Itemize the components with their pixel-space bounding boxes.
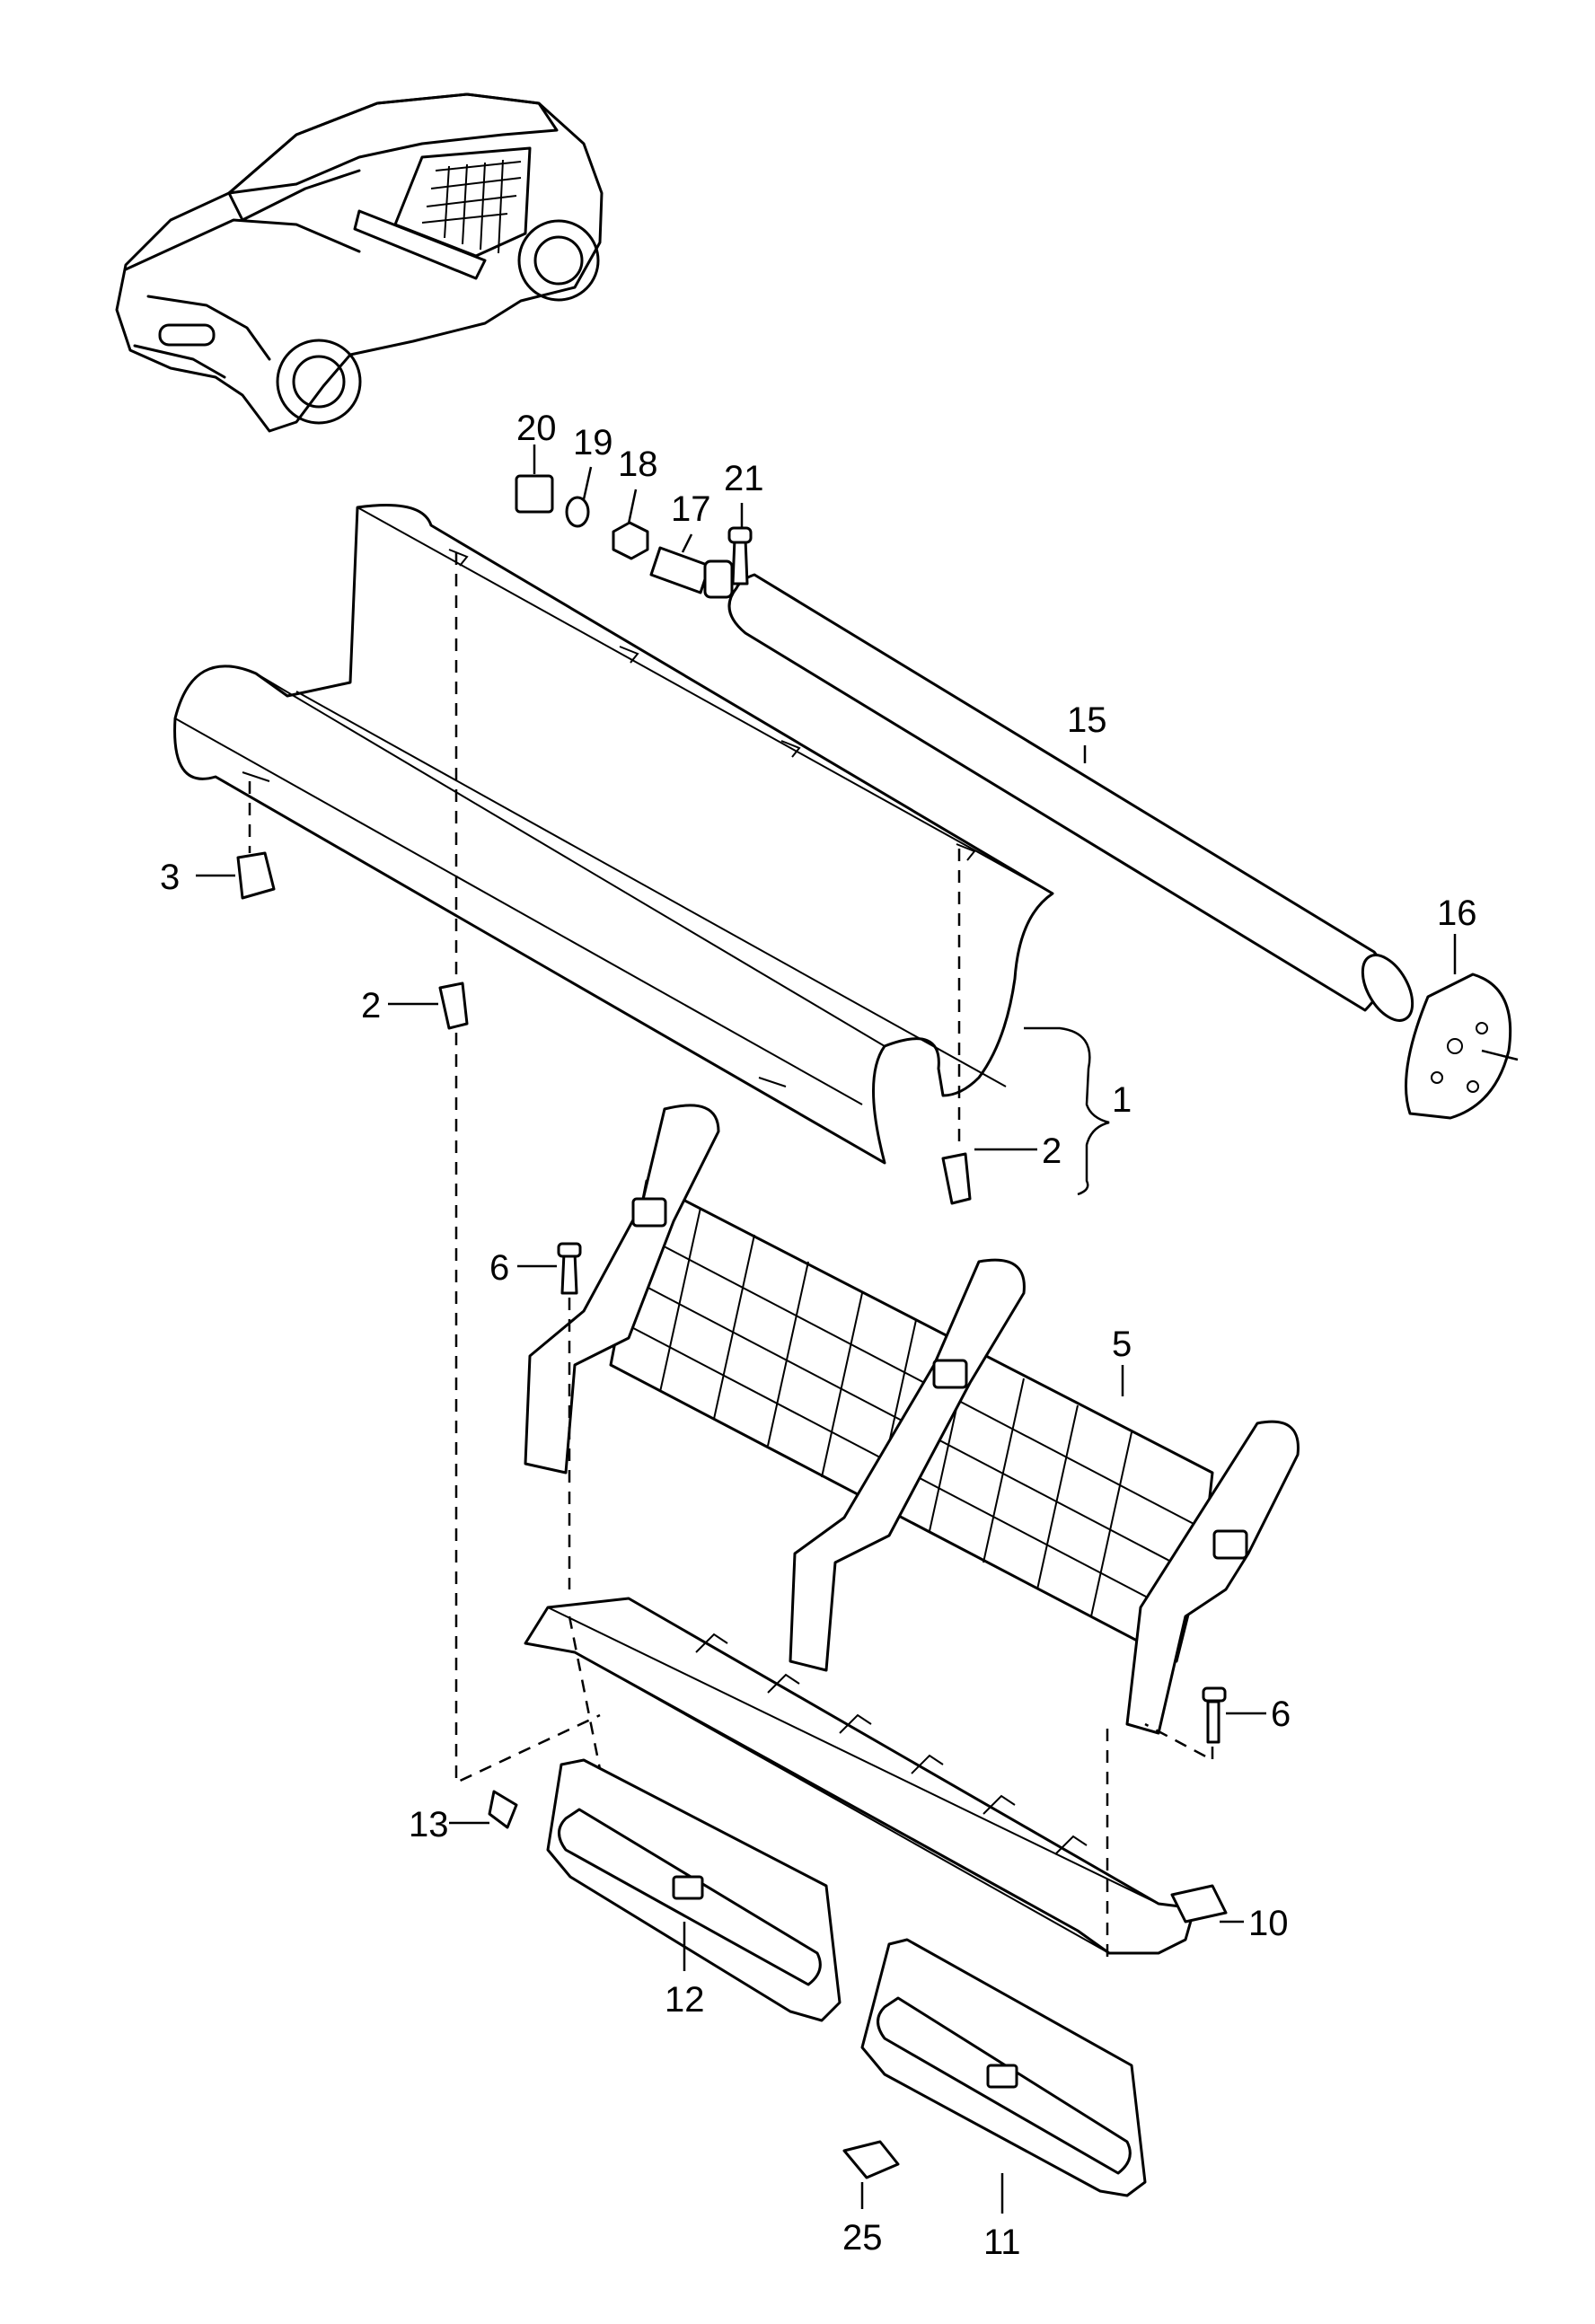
small-fasteners: [236, 851, 1227, 2179]
callout-3: 3: [160, 858, 180, 897]
callout-20: 20: [516, 409, 557, 448]
callout-labels: 20 19 18 17 21 15 16 3 2 2 1 5 6 6 10 13…: [160, 409, 1477, 2262]
screw-6-right: [1206, 1700, 1220, 1744]
clip-3: [236, 851, 276, 900]
callout-2-left: 2: [361, 986, 381, 1026]
clip-2-left: [438, 982, 469, 1030]
right-holder-part: [860, 1938, 1147, 2197]
callout-16: 16: [1437, 894, 1477, 933]
callout-12: 12: [665, 1980, 705, 2020]
callout-13: 13: [409, 1805, 449, 1844]
clip-25: [842, 2140, 900, 2179]
callout-15: 15: [1067, 700, 1107, 740]
callout-18: 18: [618, 445, 658, 484]
screw-6-top: [560, 1251, 578, 1295]
nut-18: [612, 521, 649, 560]
left-holder-part: [546, 1758, 842, 2022]
callout-1: 1: [1112, 1080, 1132, 1120]
screw-21: [731, 537, 749, 585]
mesh-panel-part: [524, 1104, 1300, 1735]
washer-19: [565, 496, 590, 528]
callout-2-right: 2: [1042, 1131, 1062, 1171]
screw-13: [488, 1790, 518, 1829]
leader-lines: [196, 445, 1457, 2214]
callout-10: 10: [1248, 1904, 1289, 1943]
callout-17: 17: [671, 489, 711, 529]
callout-6-left: 6: [489, 1248, 509, 1288]
fastener-group: [515, 474, 753, 599]
callout-25: 25: [842, 2218, 883, 2258]
plate-20: [515, 474, 554, 514]
callout-21: 21: [724, 459, 764, 498]
bolt-17: [649, 546, 711, 594]
mount-bracket-part: [524, 1597, 1228, 1955]
car-illustration: [115, 92, 604, 433]
assembly-lines: [248, 552, 1214, 1962]
fabric-cover-part: [173, 504, 1054, 1165]
callout-5: 5: [1112, 1325, 1132, 1364]
roller-tube-part: [727, 573, 1519, 1120]
callout-11: 11: [983, 2223, 1021, 2262]
clip-2-right: [941, 1152, 972, 1205]
callout-19: 19: [573, 423, 613, 462]
callout-6-right: 6: [1271, 1695, 1291, 1734]
